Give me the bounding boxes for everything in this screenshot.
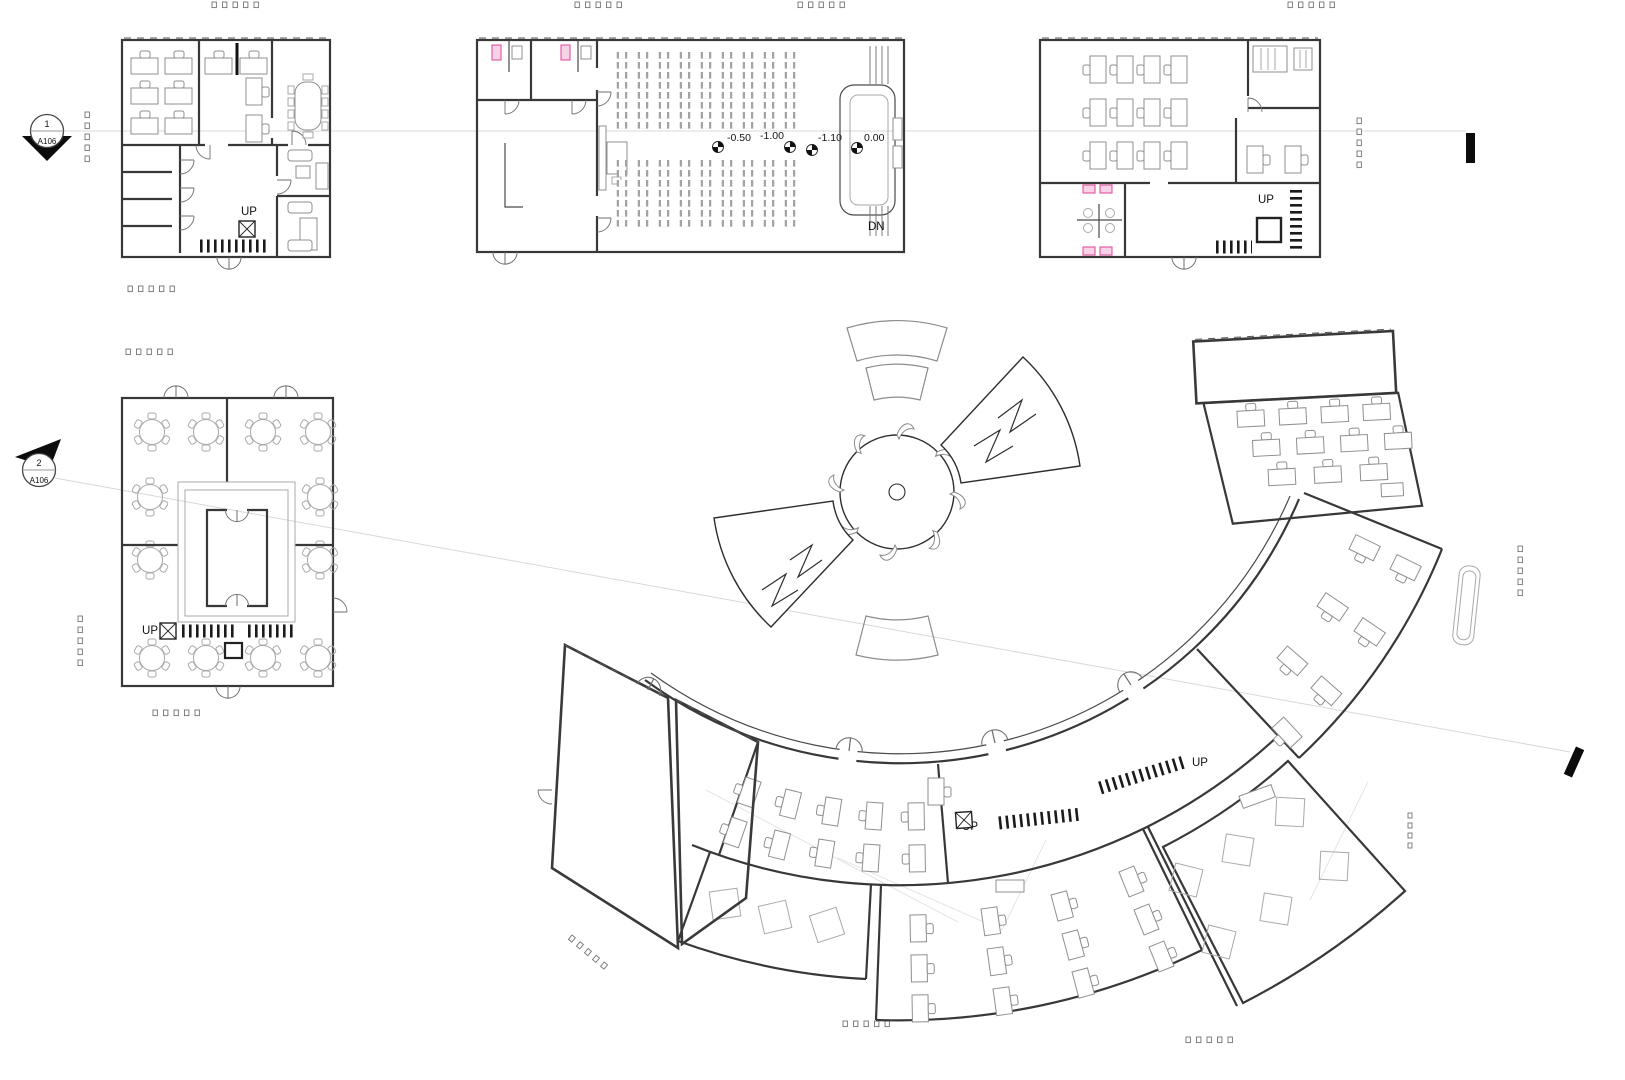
rotor-wing-ne <box>940 356 1081 484</box>
section-line-2 <box>54 477 1585 778</box>
stair-banquet: UP <box>142 622 295 660</box>
level-label-4: 0.00 <box>864 132 885 144</box>
toilet-fixture <box>560 44 571 61</box>
rotor-wing-sw <box>713 500 854 628</box>
section-2-sheet: A106 <box>30 476 49 485</box>
stair-plan1: UP <box>200 206 270 253</box>
plan-office-top-right: UP <box>1038 37 1322 270</box>
leader-lines <box>705 781 1369 931</box>
section-line-1 <box>63 130 1475 163</box>
plan-arc-building: UP UP <box>537 328 1481 1023</box>
stage: DN <box>839 46 903 236</box>
restroom <box>1077 184 1122 256</box>
rotor-arc-bands <box>846 319 948 661</box>
plan-auditorium: -0.50 -1.00 -1.10 0.00 DN <box>475 37 906 265</box>
section-cut-bar-2 <box>1563 746 1585 778</box>
arc-room-right-desks <box>1266 534 1422 754</box>
section-2-number: 2 <box>36 458 41 468</box>
stair-arc-2: UP <box>1098 755 1208 795</box>
arc-glazed-halls <box>537 642 760 951</box>
arc-room-classroom <box>875 862 1203 1023</box>
section-marker-1: 1 A106 <box>22 113 72 161</box>
stair-up-label-plan1: UP <box>241 206 257 218</box>
section-marker-2: 2 A106 <box>15 439 61 488</box>
stair-up-label-banquet: UP <box>142 625 158 637</box>
stair-down-label: DN <box>868 221 885 233</box>
arc-room-squares <box>677 887 867 981</box>
conference-table <box>287 73 329 139</box>
curved-bench <box>1452 565 1481 646</box>
level-label-2: -1.00 <box>760 130 784 142</box>
arc-room-top-right <box>1191 328 1424 525</box>
rotor-canopy-feature <box>713 319 1081 661</box>
toilet-fixture <box>491 44 502 61</box>
stair-plan3: UP <box>1216 190 1302 254</box>
level-label-3: -1.10 <box>818 132 842 144</box>
level-annotations: -0.50 -1.00 -1.10 0.00 <box>712 130 885 156</box>
section-cut-bar-1 <box>1466 133 1475 163</box>
stair-up-label-plan3: UP <box>1258 194 1274 206</box>
arc-room-wedge <box>1161 759 1407 1005</box>
plan-banquet-hall: UP <box>120 385 348 699</box>
stair-arc-1: UP <box>954 807 1083 833</box>
stair-up-label-arc2: UP <box>1192 757 1208 769</box>
plan-office-top-left: UP <box>120 37 332 270</box>
section-1-number: 1 <box>44 119 49 129</box>
core-room <box>177 481 296 623</box>
level-label-1: -0.50 <box>727 132 751 144</box>
section-1-sheet: A106 <box>38 137 57 146</box>
